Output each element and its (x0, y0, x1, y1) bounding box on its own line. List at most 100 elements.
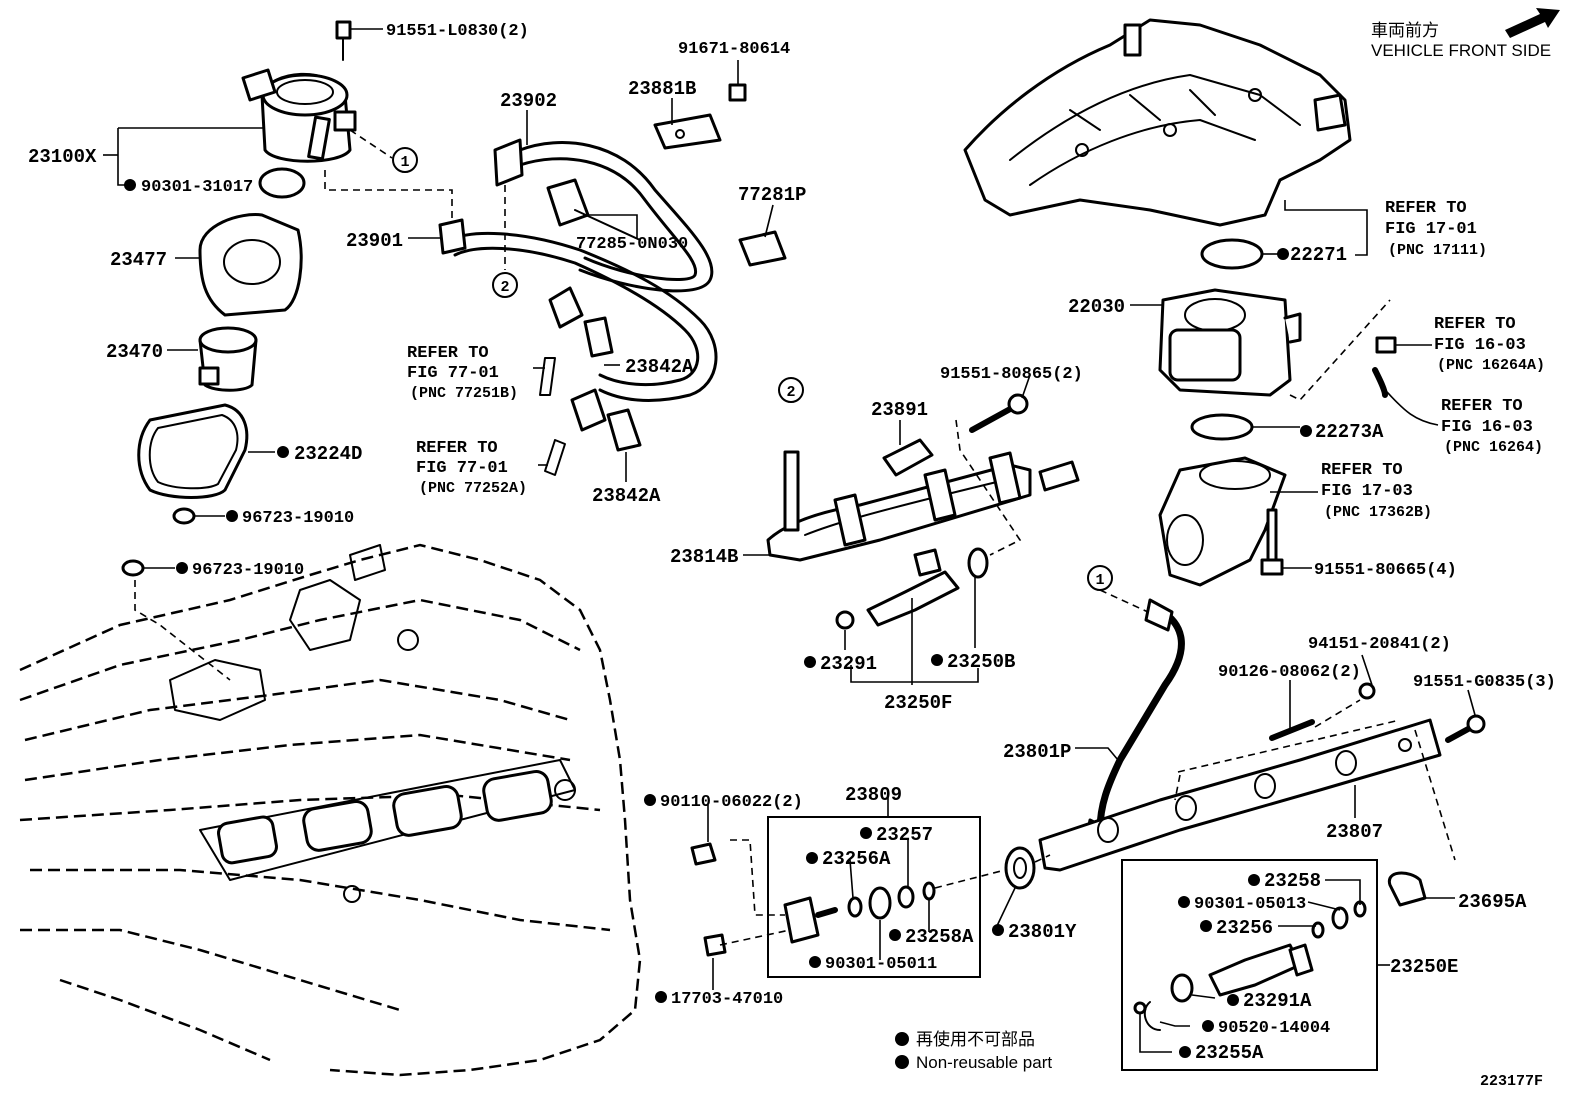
clip-23695A (1387, 871, 1427, 907)
label-96723-b: 96723-19010 (192, 561, 304, 580)
label-23807: 23807 (1326, 821, 1383, 843)
engine-block (19, 543, 642, 1077)
label-23250E: 23250E (1390, 956, 1458, 978)
label-23695A: 23695A (1458, 891, 1527, 913)
circle-ref-2-upper: 2 (492, 272, 518, 298)
ref-16264-l1: REFER TO (1441, 397, 1523, 416)
label-90110: 90110-06022(2) (660, 793, 803, 812)
ref-77251B-l3: (PNC 77251B) (410, 385, 518, 402)
label-22030: 22030 (1068, 296, 1125, 318)
label-90301-05011: 90301-05011 (825, 955, 937, 974)
pipe-ref-77251B (539, 357, 556, 396)
label-23901: 23901 (346, 230, 403, 252)
ref-17111-l3: (PNC 17111) (1388, 242, 1487, 259)
ref-17362B-l2: FIG 17-03 (1321, 482, 1413, 501)
ref-77251B-l1: REFER TO (407, 344, 489, 363)
fuel-rail-23814B (766, 451, 1080, 562)
plug-17703 (703, 933, 727, 957)
label-23291: 23291 (820, 653, 877, 675)
label-23801Y: 23801Y (1008, 921, 1077, 943)
svg-text:1: 1 (1095, 572, 1104, 589)
label-91551-L0830: 91551-L0830(2) (386, 22, 529, 41)
lifter-23470 (198, 326, 258, 392)
throttle-adapter-17362B (1158, 456, 1287, 587)
ref-pipe-16264A (1375, 336, 1397, 354)
dashed-assembly-lines (134, 129, 1456, 946)
ref-16264-l3: (PNC 16264) (1444, 439, 1543, 456)
label-23258A: 23258A (905, 926, 974, 948)
gasket-22273A (1190, 413, 1254, 441)
label-23250F: 23250F (884, 692, 952, 714)
ref-16264A-l2: FIG 16-03 (1434, 336, 1526, 355)
label-77281P: 77281P (738, 184, 806, 206)
label-23258: 23258 (1264, 870, 1321, 892)
label-94151: 94151-20841(2) (1308, 635, 1451, 654)
gasket-22271 (1200, 238, 1264, 270)
label-23842A-b: 23842A (592, 485, 661, 507)
ref-17111-l1: REFER TO (1385, 199, 1467, 218)
svg-text:2: 2 (786, 384, 795, 401)
label-90520: 90520-14004 (1218, 1019, 1330, 1038)
fuel-hose-23901 (438, 218, 718, 402)
label-23100X: 23100X (28, 146, 97, 168)
label-91551-80865: 91551-80865(2) (940, 365, 1083, 384)
label-22273A: 22273A (1315, 421, 1384, 443)
nut-94151 (1358, 682, 1376, 700)
fuel-rail-23807 (1038, 718, 1442, 872)
insulator-23477 (198, 213, 303, 317)
label-17703: 17703-47010 (671, 990, 783, 1009)
non-reusable-dots (124, 179, 1312, 1069)
label-23224D: 23224D (294, 443, 362, 465)
pipe-ref-77252A (544, 439, 566, 476)
connector-77285 (546, 178, 641, 241)
direction-en: VEHICLE FRONT SIDE (1371, 41, 1551, 60)
intake-manifold (963, 18, 1352, 227)
bolt-91551-80665 (1260, 508, 1284, 576)
label-23256A: 23256A (822, 848, 891, 870)
label-77285: 77285-0N030 (576, 235, 688, 254)
label-23902: 23902 (500, 90, 557, 112)
leader-lines (103, 60, 1476, 1053)
fuel-pump (241, 20, 357, 163)
text-labels: 車両前方 VEHICLE FRONT SIDE 91551-L0830(2) 2… (28, 21, 1556, 1090)
label-22271: 22271 (1290, 244, 1347, 266)
injector-23250F (866, 548, 960, 627)
quick-connector-b (570, 388, 607, 432)
stud-90126 (1269, 719, 1315, 741)
ref-17362B-l1: REFER TO (1321, 461, 1403, 480)
vehicle-front-arrow (1505, 8, 1560, 38)
legend-en: Non-reusable part (916, 1053, 1052, 1072)
label-90301-31017: 90301-31017 (141, 178, 253, 197)
ref-77251B-l2: FIG 77-01 (407, 364, 499, 383)
ref-16264-l2: FIG 16-03 (1441, 418, 1533, 437)
fuel-pipe-upright (783, 450, 800, 532)
bolt-91551-G0835 (1445, 714, 1486, 743)
ref-77252A-l1: REFER TO (416, 439, 498, 458)
label-23255A: 23255A (1195, 1042, 1264, 1064)
circle-ref-2-lower: 2 (778, 377, 804, 403)
label-23256: 23256 (1216, 917, 1273, 939)
seal-23291 (835, 610, 855, 630)
label-23891: 23891 (871, 399, 928, 421)
o-ring-96723-a (172, 507, 196, 525)
ref-17111-l2: FIG 17-01 (1385, 220, 1477, 239)
box-23250E (1121, 859, 1378, 1071)
label-91551-80665: 91551-80665(4) (1314, 561, 1457, 580)
flange-23801Y (1004, 846, 1036, 890)
label-23814B: 23814B (670, 546, 738, 568)
label-23291A: 23291A (1243, 990, 1312, 1012)
quick-connector (548, 286, 584, 329)
circle-ref-1-upper: 1 (392, 147, 418, 173)
damper-23891 (882, 438, 934, 477)
box-23809 (767, 816, 981, 978)
bolt-90110 (690, 842, 717, 866)
label-23842A-a: 23842A (625, 356, 694, 378)
svg-text:1: 1 (400, 154, 409, 171)
o-ring-23250B (967, 547, 989, 579)
clip-23842A-b (606, 408, 642, 452)
legend-jp: 再使用不可部品 (916, 1029, 1035, 1049)
label-23257: 23257 (876, 824, 933, 846)
bolt-91671 (728, 83, 747, 102)
label-23477: 23477 (110, 249, 167, 271)
label-96723-a: 96723-19010 (242, 509, 354, 528)
